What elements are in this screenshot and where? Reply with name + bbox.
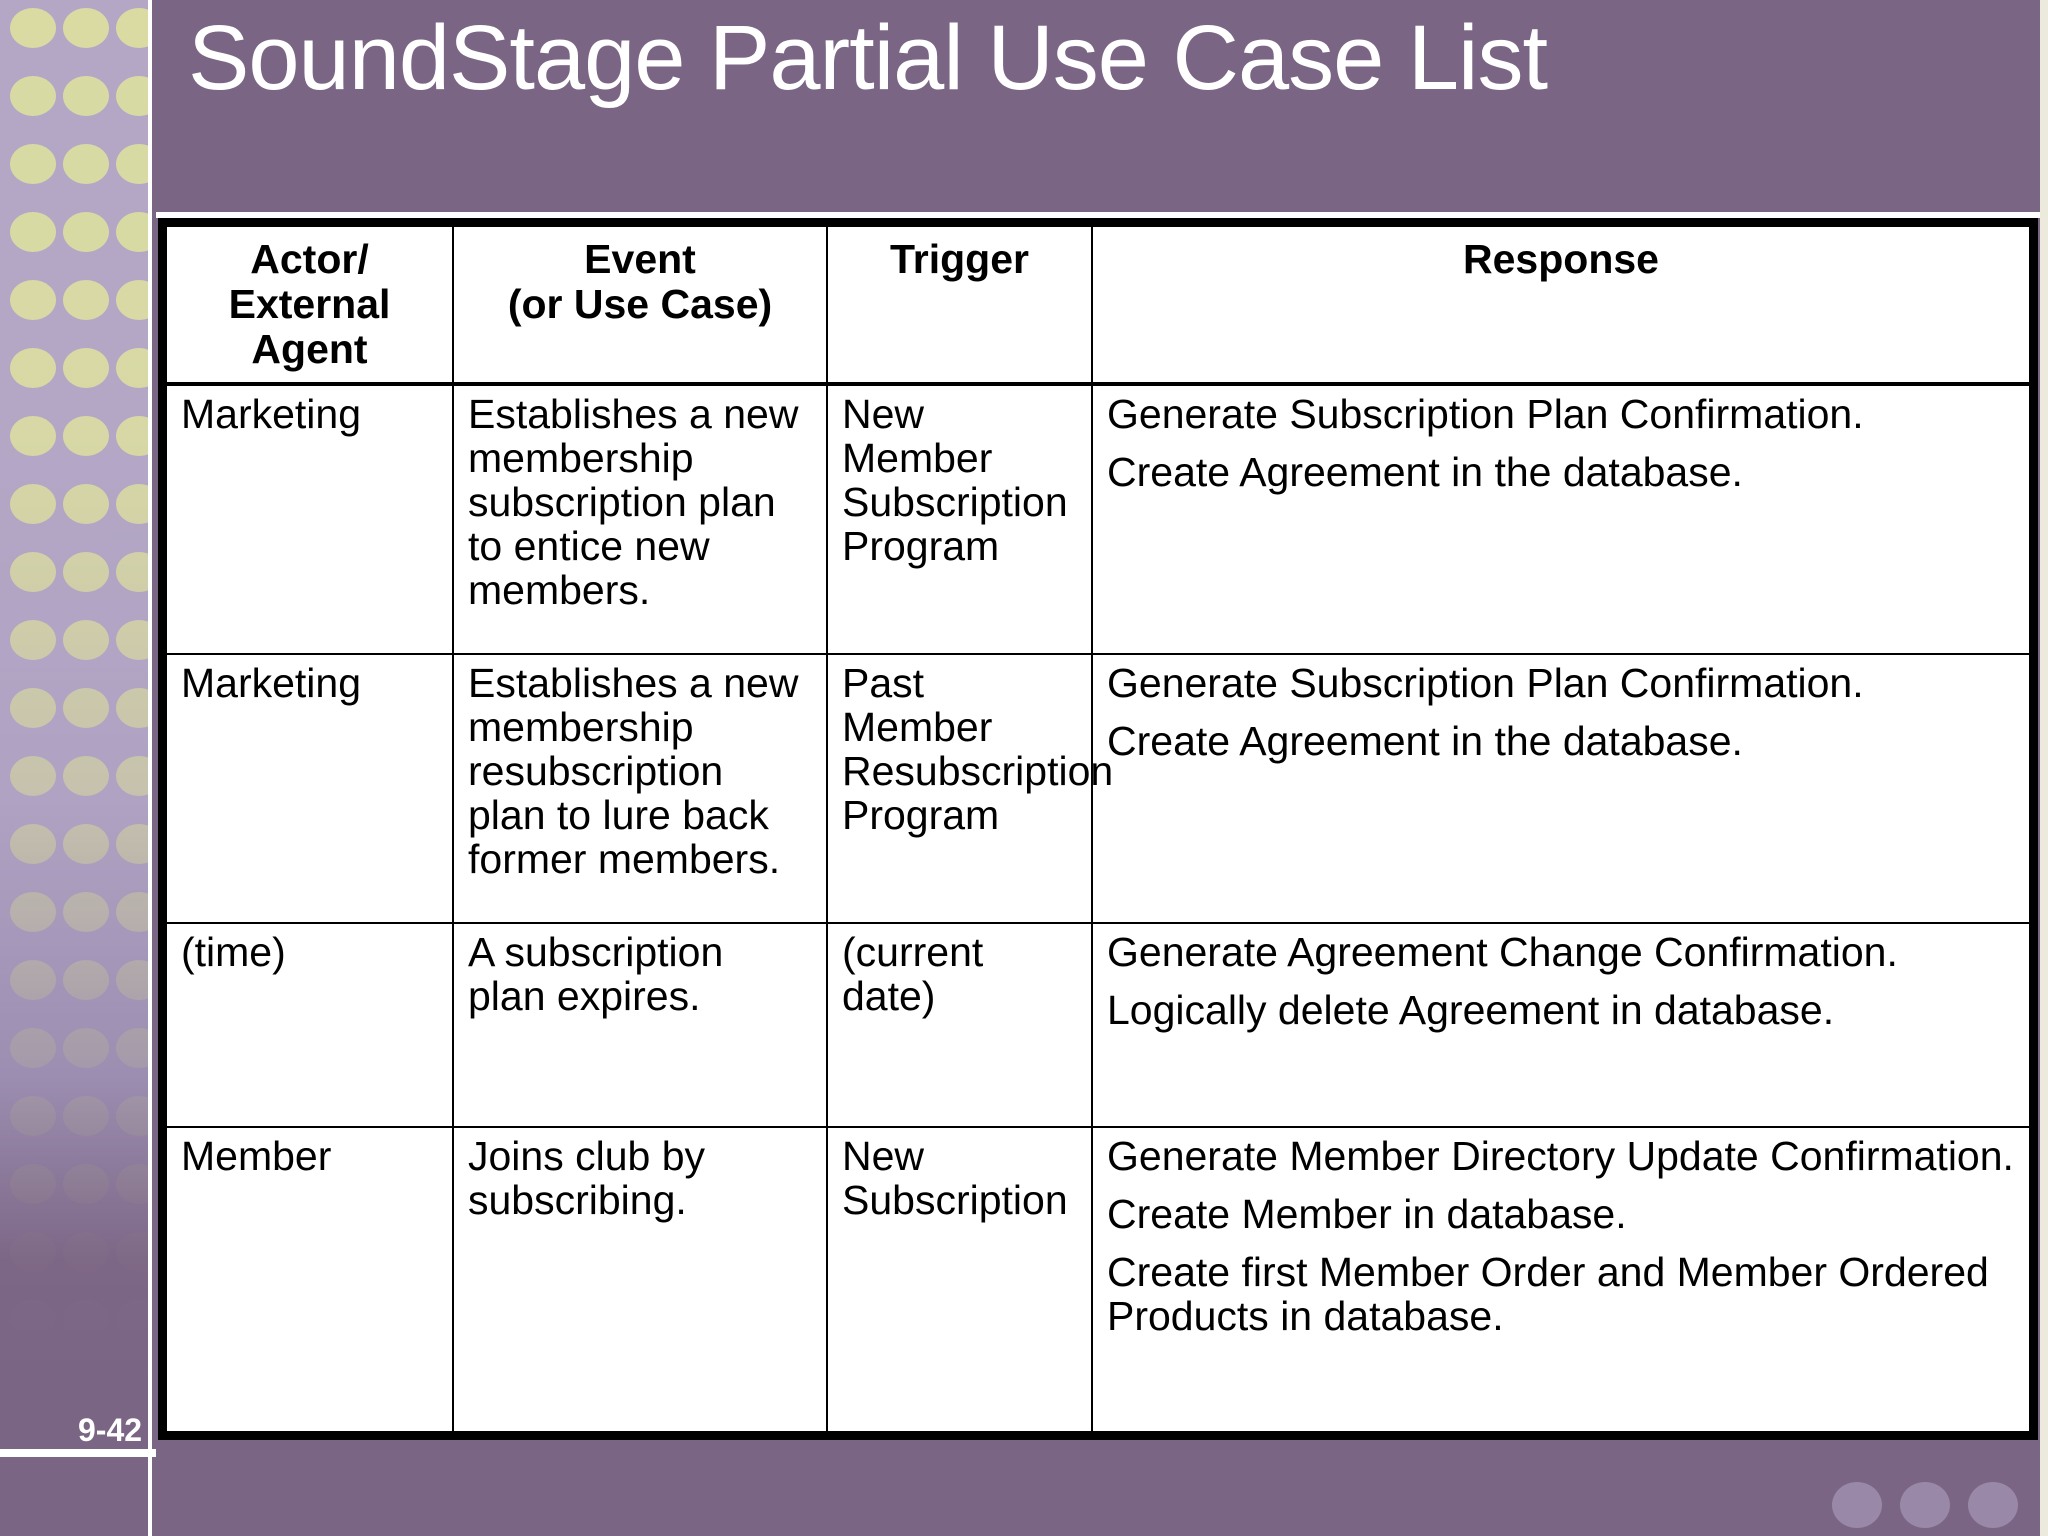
cell-event: Establishes a new membership subscriptio… bbox=[452, 382, 828, 656]
title-bar: SoundStage Partial Use Case List bbox=[156, 0, 2048, 214]
band-fade-overlay bbox=[0, 0, 152, 1536]
decor-dot bbox=[1900, 1482, 1950, 1528]
cell-trigger: New Member Subscription Program bbox=[826, 382, 1093, 656]
cell-event: Establishes a new membership resubscript… bbox=[452, 653, 828, 925]
column-header-actor-line2: External Agent bbox=[228, 281, 391, 372]
table-row: Marketing Establishes a new membership r… bbox=[165, 653, 2031, 925]
response-item: Generate Subscription Plan Confirmation. bbox=[1107, 660, 1864, 707]
column-header-event-line1: Event bbox=[584, 236, 696, 282]
three-dots-decoration-icon bbox=[1832, 1466, 2042, 1528]
footer-rule bbox=[0, 1449, 156, 1457]
table-row: (time) A subscription plan expires. (cur… bbox=[165, 922, 2031, 1128]
column-header-trigger-line1: Trigger bbox=[890, 236, 1029, 282]
cell-actor: Marketing bbox=[165, 382, 454, 656]
column-header-actor: Actor/ External Agent bbox=[165, 225, 454, 386]
response-item: Logically delete Agreement in database. bbox=[1107, 987, 1835, 1034]
table-row: Marketing Establishes a new membership s… bbox=[165, 382, 2031, 656]
cell-response: Generate Agreement Change Confirmation. … bbox=[1091, 922, 2031, 1128]
decor-dot bbox=[1832, 1482, 1882, 1528]
response-item: Create Agreement in the database. bbox=[1107, 718, 1743, 765]
cell-event: A subscription plan expires. bbox=[452, 922, 828, 1128]
response-item: Generate Member Directory Update Confirm… bbox=[1107, 1132, 2014, 1179]
response-item: Create first Member Order and Member Ord… bbox=[1107, 1248, 1989, 1339]
response-item: Create Member in database. bbox=[1107, 1190, 1627, 1237]
decor-dot bbox=[1968, 1482, 2018, 1528]
cell-trigger: Past Member Resubscription Program bbox=[826, 653, 1113, 925]
cell-actor: (time) bbox=[165, 922, 454, 1128]
cell-event: Joins club by subscribing. bbox=[452, 1125, 828, 1434]
page-title: SoundStage Partial Use Case List bbox=[188, 7, 1548, 109]
column-header-trigger: Trigger bbox=[826, 225, 1093, 386]
cell-trigger: (current date) bbox=[826, 922, 1093, 1128]
cell-trigger: New Subscription bbox=[826, 1125, 1093, 1434]
cell-actor: Member bbox=[165, 1125, 454, 1434]
table-row: Member Joins club by subscribing. New Su… bbox=[165, 1125, 2031, 1434]
column-header-event: Event (or Use Case) bbox=[452, 225, 828, 386]
cell-actor: Marketing bbox=[165, 653, 454, 925]
title-underline bbox=[156, 212, 2048, 218]
column-header-response: Response bbox=[1091, 225, 2031, 386]
cell-response: Generate Member Directory Update Confirm… bbox=[1091, 1125, 2031, 1434]
response-item: Create Agreement in the database. bbox=[1107, 449, 1743, 495]
table-header-row: Actor/ External Agent Event (or Use Case… bbox=[165, 225, 2031, 386]
response-item: Generate Subscription Plan Confirmation. bbox=[1107, 391, 1864, 437]
column-header-event-line2: (or Use Case) bbox=[507, 281, 773, 327]
column-header-actor-line1: Actor/ bbox=[250, 236, 369, 282]
table-body: Marketing Establishes a new membership s… bbox=[165, 382, 2031, 1434]
left-decorative-band bbox=[0, 0, 152, 1536]
page-number: 9-42 bbox=[78, 1412, 143, 1448]
band-white-edge bbox=[148, 0, 152, 1536]
cell-response: Generate Subscription Plan Confirmation.… bbox=[1091, 653, 2031, 925]
use-case-table: Actor/ External Agent Event (or Use Case… bbox=[165, 225, 2031, 1434]
table-header: Actor/ External Agent Event (or Use Case… bbox=[165, 225, 2031, 386]
response-item: Generate Agreement Change Confirmation. bbox=[1107, 929, 1898, 976]
cell-response: Generate Subscription Plan Confirmation.… bbox=[1091, 382, 2031, 656]
use-case-table-container: Actor/ External Agent Event (or Use Case… bbox=[158, 218, 2038, 1440]
right-edge-strip bbox=[2040, 0, 2048, 1536]
column-header-response-line1: Response bbox=[1463, 236, 1659, 282]
